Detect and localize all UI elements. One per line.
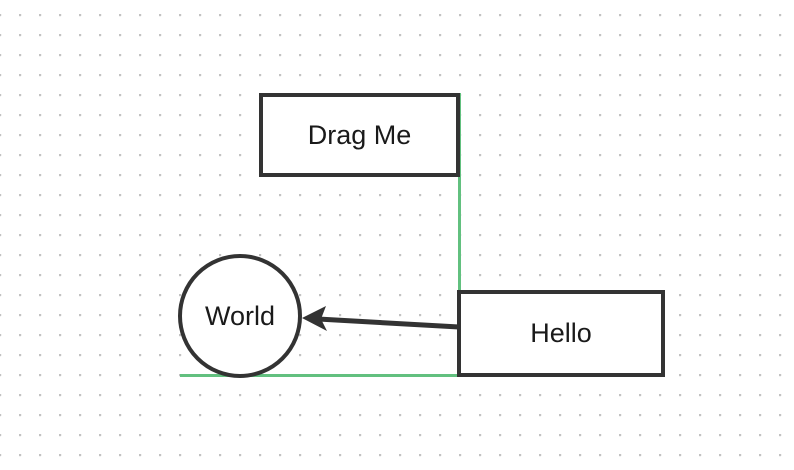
node-hello-label: Hello: [530, 318, 592, 348]
node-world-label: World: [204, 300, 276, 331]
node-hello[interactable]: Hello: [457, 290, 665, 377]
node-drag-me-label: Drag Me: [307, 119, 412, 150]
vertical-align-guide: [458, 93, 461, 377]
horizontal-align-guide: [180, 374, 665, 377]
connector-line: [317, 316, 460, 330]
node-drag-me[interactable]: Drag Me: [259, 93, 460, 177]
node-world[interactable]: World: [178, 254, 302, 378]
connector-hello-to-world[interactable]: [302, 306, 460, 331]
connector-arrowhead-icon: [302, 306, 327, 331]
